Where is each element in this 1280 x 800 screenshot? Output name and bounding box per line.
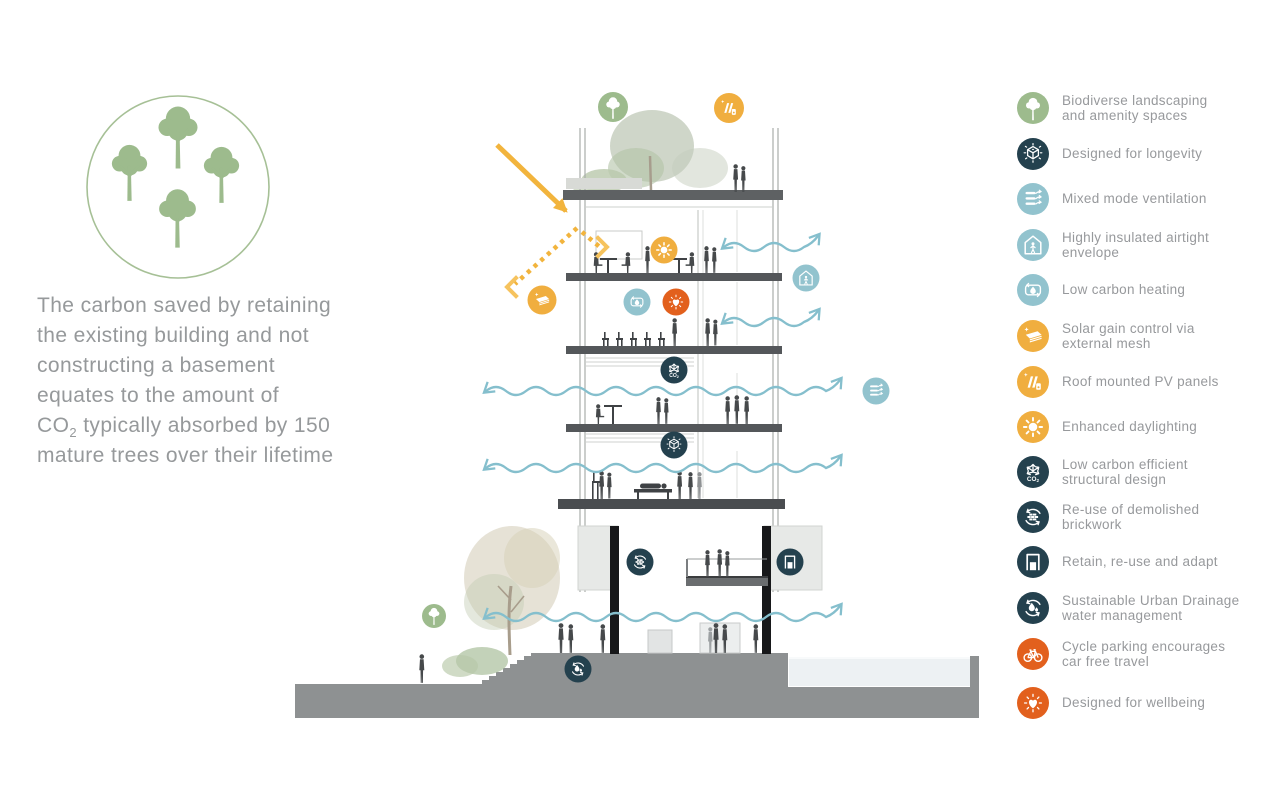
legend-label: Low carbon heating	[1062, 282, 1186, 298]
legend-label: Biodiverse landscaping and amenity space…	[1062, 92, 1208, 124]
awning-mesh-icon	[527, 285, 557, 315]
brick-recycle-icon	[626, 548, 654, 576]
legend-label: Enhanced daylighting	[1062, 419, 1198, 435]
legend-item: Enhanced daylighting	[1017, 411, 1262, 443]
sun-icon	[650, 236, 678, 264]
furniture	[592, 258, 687, 499]
legend-label: Designed for longevity	[1062, 146, 1203, 162]
sun-icon	[1017, 411, 1049, 443]
longevity-cube-icon	[660, 431, 688, 459]
legend-item: Solar gain control via external mesh	[1017, 320, 1262, 352]
trees-circle-icon	[86, 95, 270, 279]
legend-item: Low carbon heating	[1017, 274, 1262, 306]
legend-item: Retain, re-use and adapt	[1017, 546, 1262, 578]
legend-item: Biodiverse landscaping and amenity space…	[1017, 92, 1262, 124]
building-frame	[579, 128, 779, 592]
legend-item: Cycle parking encourages car free travel	[1017, 638, 1262, 670]
legend-label: Designed for wellbeing	[1062, 695, 1206, 711]
suds-water-icon	[1017, 592, 1049, 624]
legend-label: Retain, re-use and adapt	[1062, 554, 1218, 570]
insulated-house-icon	[1017, 229, 1049, 261]
legend-item: Designed for wellbeing	[1017, 687, 1262, 719]
legend-label: Re-use of demolished brickwork	[1062, 501, 1200, 533]
pv-panels-icon	[714, 93, 744, 123]
legend-label: Mixed mode ventilation	[1062, 191, 1207, 207]
legend-label: Cycle parking encourages car free travel	[1062, 638, 1226, 670]
water-basin	[789, 657, 970, 686]
diagram-icons	[422, 92, 890, 683]
podium	[577, 525, 823, 654]
insulated-house-icon	[792, 264, 820, 292]
legend-label: Highly insulated airtight envelope	[1062, 229, 1210, 261]
retain-building-icon	[1017, 546, 1049, 578]
reflection-end-marker	[504, 275, 519, 299]
legend-label: Roof mounted PV panels	[1062, 374, 1219, 390]
suds-water-icon	[564, 655, 592, 683]
tree-icon	[422, 604, 446, 628]
longevity-cube-icon	[1017, 138, 1049, 170]
co2-subscript: 2	[69, 425, 77, 441]
tree-icon	[598, 92, 628, 122]
co2-arrows-icon	[1017, 456, 1049, 488]
legend-item: Designed for longevity	[1017, 138, 1262, 170]
brick-recycle-icon	[1017, 501, 1049, 533]
ventilation-icon	[862, 377, 890, 405]
sun-ray-arrow	[495, 143, 568, 213]
sunlight-arrows	[495, 143, 610, 299]
bicycle-icon	[1017, 638, 1049, 670]
retain-building-icon	[776, 548, 804, 576]
ventilation-arrows	[486, 236, 840, 623]
light-shelf-marker	[595, 235, 610, 259]
legend-item: Re-use of demolished brickwork	[1017, 501, 1262, 533]
ground-mass	[295, 653, 979, 718]
legend-label: Solar gain control via external mesh	[1062, 320, 1195, 352]
transmitted-ray-dotted	[580, 230, 603, 250]
legend-item: Low carbon efficient structural design	[1017, 456, 1262, 488]
ventilation-icon	[1017, 183, 1049, 215]
tree-icon	[1017, 92, 1049, 124]
legend-label: Low carbon efficient structural design	[1062, 456, 1188, 488]
awning-mesh-icon	[1017, 320, 1049, 352]
legend-label: Sustainable Urban Drainage water managem…	[1062, 592, 1240, 624]
co2-arrows-icon	[660, 356, 688, 384]
legend-item: Mixed mode ventilation	[1017, 183, 1262, 215]
paragraph-text: The carbon saved by retaining the existi…	[37, 294, 332, 437]
carbon-paragraph: The carbon saved by retaining the existi…	[37, 291, 367, 471]
legend-item: Highly insulated airtight envelope	[1017, 229, 1262, 261]
floor-slabs	[558, 178, 785, 509]
legend-item: Roof mounted PV panels	[1017, 366, 1262, 398]
wellbeing-heart-icon	[662, 288, 690, 316]
pv-panels-icon	[1017, 366, 1049, 398]
legend-item: Sustainable Urban Drainage water managem…	[1017, 592, 1262, 624]
flame-recycle-icon	[1017, 274, 1049, 306]
flame-recycle-icon	[623, 288, 651, 316]
paragraph-text: typically absorbed by 150 mature trees o…	[37, 414, 334, 467]
wellbeing-heart-icon	[1017, 687, 1049, 719]
